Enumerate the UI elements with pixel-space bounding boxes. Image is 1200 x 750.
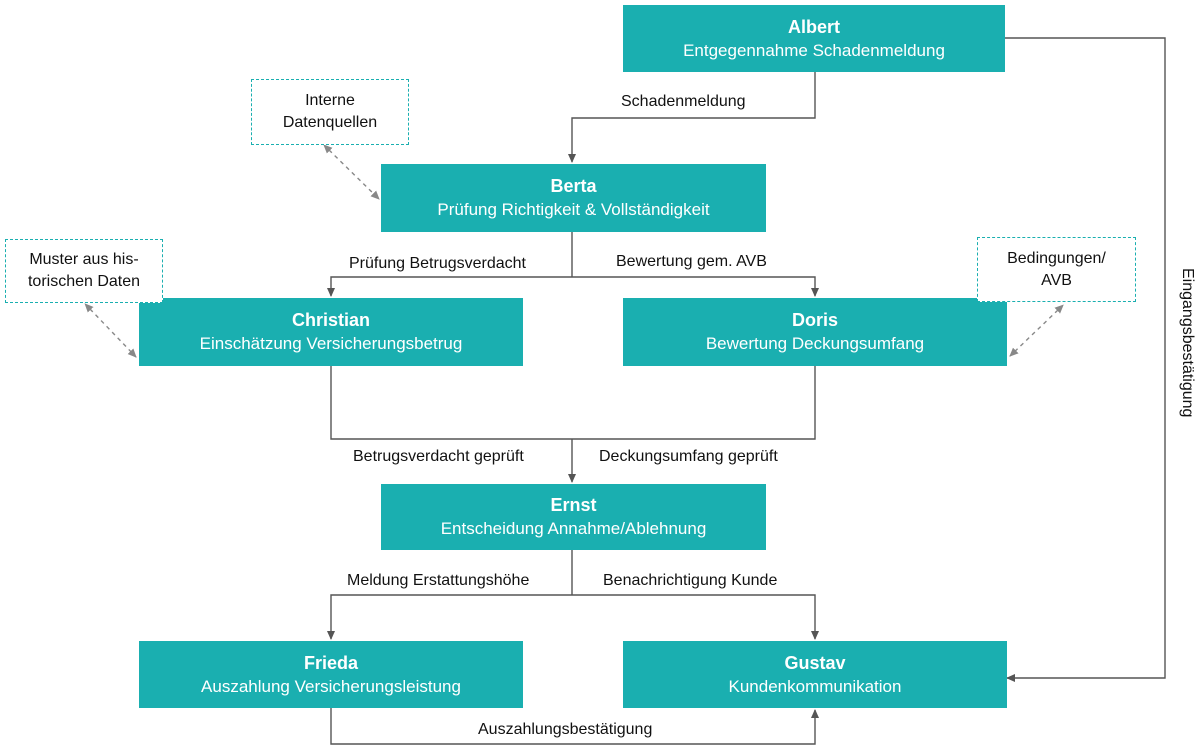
node-role: Entscheidung Annahme/Ablehnung	[440, 519, 707, 538]
edge-label-pruefung-betrugsverdacht: Prüfung Betrugsverdacht	[349, 255, 526, 272]
edge-ernst-gustav	[572, 594, 819, 640]
edge-albert-gustav	[1005, 37, 1166, 682]
node-name: Ernst	[550, 495, 597, 515]
source-line: torischen Daten	[27, 273, 141, 290]
node-role: Prüfung Richtigkeit & Vollständigkeit	[437, 200, 710, 219]
edge-label-deckungsumfang-geprueft: Deckungsumfang geprüft	[599, 448, 778, 465]
node-christian: Christian Einschätzung Versicherungsbetr…	[139, 298, 523, 366]
source-line: AVB	[1041, 271, 1072, 289]
edge-label-bewertung-avb: Bewertung gem. AVB	[616, 253, 767, 270]
dashed-interne-berta	[323, 144, 380, 200]
source-bedingungen-avb: Bedingungen/ AVB	[977, 237, 1136, 302]
source-muster-historische-daten: Muster aus his- torischen Daten	[5, 239, 163, 303]
edge-label-benachrichtigung-kunde: Benachrichtigung Kunde	[603, 572, 778, 589]
source-line: Datenquellen	[282, 114, 378, 131]
node-role: Kundenkommunikation	[728, 676, 902, 696]
edge-berta-christian	[327, 276, 572, 297]
dashed-muster-christian	[84, 303, 137, 358]
node-name: Doris	[791, 310, 838, 330]
source-line: Bedingungen/	[1007, 249, 1106, 267]
node-name: Berta	[550, 176, 597, 196]
node-role: Entgegennahme Schadenmeldung	[683, 40, 945, 60]
node-role: Einschätzung Versicherungsbetrug	[199, 334, 463, 353]
source-interne-datenquellen: Interne Datenquellen	[251, 79, 409, 145]
node-berta: Berta Prüfung Richtigkeit & Vollständigk…	[381, 164, 766, 232]
edge-doris-ernst	[572, 366, 816, 440]
edge-christian-ernst	[330, 366, 572, 440]
edge-frieda-gustav	[330, 708, 819, 745]
node-doris: Doris Bewertung Deckungsumfang	[623, 298, 1007, 366]
edge-albert-berta	[568, 72, 816, 163]
node-role: Bewertung Deckungsumfang	[705, 334, 925, 353]
edge-ernst-frieda	[327, 594, 572, 640]
edge-label-schadenmeldung: Schadenmeldung	[621, 93, 746, 110]
node-name: Christian	[291, 310, 370, 330]
dashed-bedingungen-doris	[1009, 304, 1064, 357]
node-gustav: Gustav Kundenkommunikation	[623, 641, 1007, 708]
node-name: Albert	[787, 16, 840, 37]
source-line: Muster aus his-	[29, 251, 139, 268]
edge-label-meldung-erstattungshoehe: Meldung Erstattungshöhe	[347, 572, 530, 589]
node-frieda: Frieda Auszahlung Versicherungsleistung	[139, 641, 523, 708]
node-ernst: Ernst Entscheidung Annahme/Ablehnung	[381, 484, 766, 550]
node-albert: Albert Entgegennahme Schadenmeldung	[623, 5, 1005, 72]
node-name: Gustav	[784, 652, 846, 673]
edge-label-auszahlungsbestaetigung: Auszahlungsbestätigung	[478, 721, 653, 738]
source-line: Interne	[305, 92, 355, 109]
node-name: Frieda	[303, 652, 359, 673]
edge-label-betrugsverdacht-geprueft: Betrugsverdacht geprüft	[353, 448, 524, 465]
edge-label-eingangsbestaetigung: Eingangsbestätigung	[1179, 268, 1196, 418]
edge-berta-doris	[572, 276, 819, 297]
node-role: Auszahlung Versicherungsleistung	[201, 676, 461, 696]
